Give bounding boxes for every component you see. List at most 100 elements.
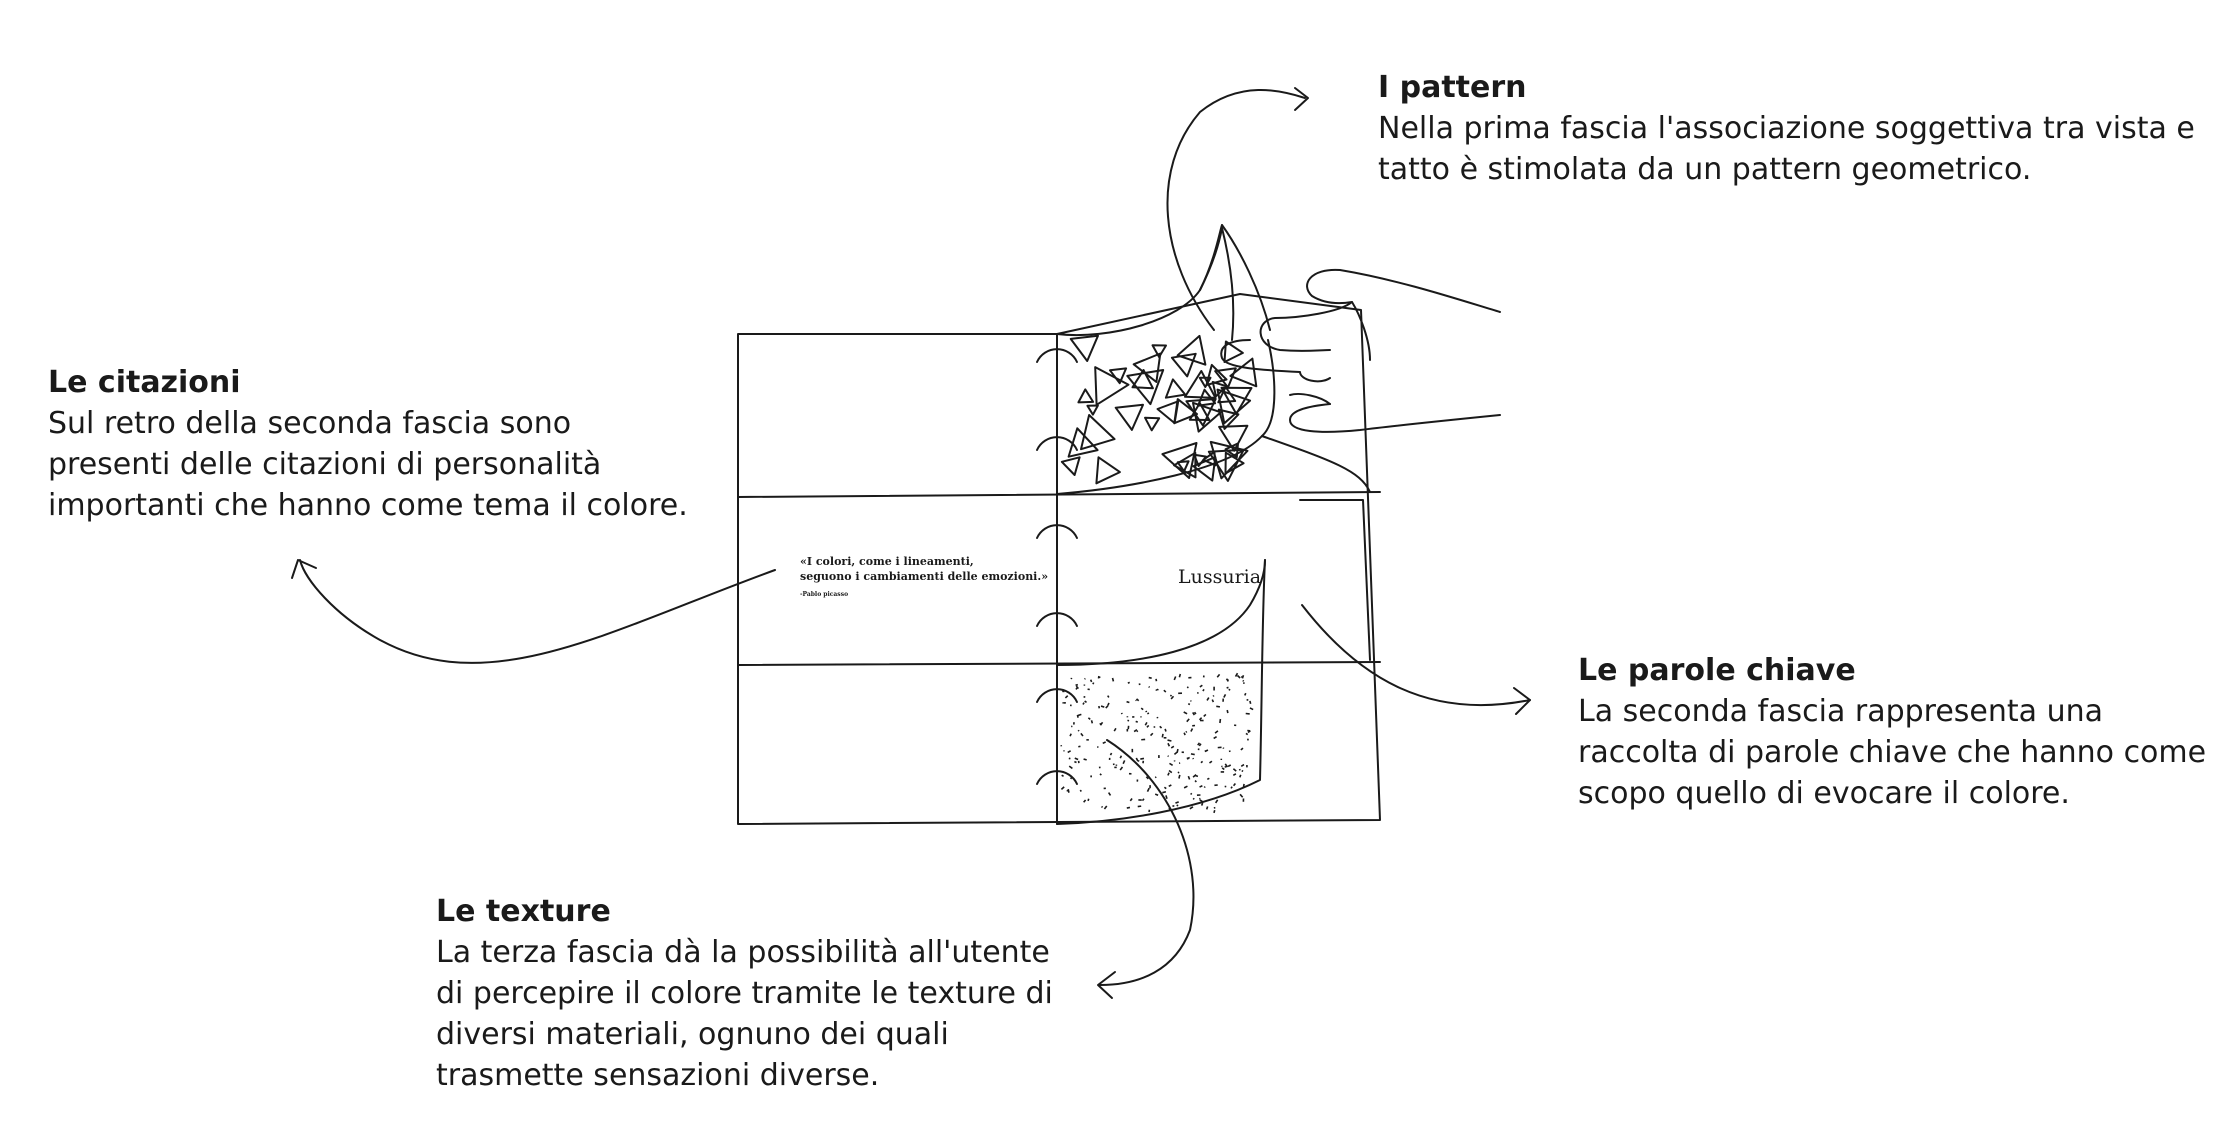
texture-page-edge (1056, 559, 1266, 825)
texture-speck (1112, 763, 1115, 766)
texture-speck (1136, 730, 1139, 733)
pattern-triangle (1131, 369, 1154, 390)
texture-speck (1172, 805, 1175, 807)
texture-speck (1101, 805, 1104, 808)
texture-speck (1240, 763, 1245, 767)
texture-speck (1240, 747, 1244, 751)
pattern-triangle (1151, 344, 1167, 358)
texture-speck (1203, 713, 1207, 718)
texture-speck (1183, 711, 1188, 715)
callout-text-line: di percepire il colore tramite le textur… (436, 976, 1053, 1011)
texture-speck (1158, 755, 1160, 758)
texture-speck (1069, 704, 1072, 707)
texture-speck (1170, 695, 1175, 700)
texture-speck (1156, 716, 1159, 719)
texture-speck (1126, 728, 1129, 732)
pattern-triangle (1184, 370, 1217, 399)
texture-speck (1176, 748, 1179, 753)
texture-speck (1224, 763, 1229, 768)
texture-speck (1222, 698, 1224, 702)
hand-thumb (1289, 403, 1501, 433)
texture-speck (1142, 760, 1145, 764)
texture-speck (1105, 705, 1109, 709)
texture-speck (1236, 674, 1241, 679)
arrows (291, 87, 1531, 999)
texture-speck (1216, 673, 1221, 678)
texture-speck (1226, 709, 1229, 714)
texture-speck (1199, 684, 1203, 688)
texture-speck (1173, 760, 1176, 762)
pattern-triangle (1176, 460, 1190, 473)
texture-speck (1098, 705, 1101, 709)
texture-speck (1187, 703, 1191, 706)
texture-speck (1199, 799, 1204, 803)
callout-text-line: diversi materiali, ognuno dei quali (436, 1017, 949, 1052)
texture-speck (1220, 771, 1225, 773)
texture-speck (1213, 686, 1215, 691)
pattern-triangle (1080, 414, 1116, 451)
texture-speck (1178, 762, 1181, 765)
texture-speck (1126, 716, 1129, 718)
arrow-head (1513, 687, 1531, 715)
pattern-triangle (1176, 334, 1207, 366)
pattern-triangle (1214, 367, 1237, 389)
texture-speck (1108, 757, 1111, 760)
texture-speck (1099, 721, 1104, 726)
texture-speck (1213, 806, 1216, 809)
texture-speck (1194, 780, 1197, 783)
texture-speck (1175, 801, 1179, 804)
texture-speck (1127, 681, 1131, 684)
texture-speck (1198, 797, 1201, 800)
texture-speck (1195, 774, 1199, 778)
texture-speck (1161, 733, 1164, 738)
pattern-triangle (1114, 403, 1144, 431)
texture-speck (1247, 729, 1250, 732)
texture-speck (1192, 757, 1195, 760)
callout-text-line: Nella prima fascia l'associazione sogget… (1378, 111, 2195, 146)
pattern-triangle (1086, 404, 1099, 416)
texture-speck (1077, 729, 1080, 732)
texture-speck (1238, 768, 1241, 771)
pattern-triangle (1193, 453, 1208, 467)
texture-speck (1090, 720, 1094, 724)
texture-speck (1113, 727, 1117, 732)
texture-speck (1114, 766, 1117, 769)
texture-speck (1087, 717, 1091, 720)
texture-speck (1170, 745, 1175, 749)
texture-speck (1173, 676, 1177, 681)
texture-speck (1244, 692, 1247, 696)
texture-speck (1204, 749, 1209, 753)
texture-speck (1232, 768, 1237, 772)
texture-speck (1242, 798, 1245, 802)
texture-speck (1107, 792, 1112, 796)
texture-speck (1103, 787, 1106, 790)
texture-speck (1075, 685, 1078, 688)
texture-speck (1205, 806, 1209, 810)
page-edge (1299, 499, 1371, 661)
texture-speck (1140, 707, 1144, 711)
texture-speck (1099, 773, 1102, 776)
texture-speck (1239, 793, 1244, 798)
texture-speck (1162, 790, 1167, 794)
texture-speck (1212, 694, 1215, 697)
texture-speck (1103, 805, 1108, 810)
texture-speck (1148, 676, 1152, 679)
texture-speck (1242, 783, 1245, 788)
texture-speck (1090, 775, 1093, 778)
texture-speck (1241, 770, 1244, 773)
arrow-texture (1099, 739, 1195, 986)
texture-speck (1084, 700, 1087, 704)
texture-speck (1068, 765, 1073, 770)
callout-title: I pattern (1378, 70, 1527, 105)
callout-text-line: raccolta di parole chiave che hanno come (1578, 735, 2207, 770)
texture-speck (1100, 705, 1105, 708)
texture-speck (1190, 753, 1195, 756)
texture-speck (1211, 699, 1215, 703)
pattern-band (1056, 224, 1276, 495)
texture-speck (1190, 792, 1193, 795)
texture-speck (1140, 716, 1142, 718)
pattern-triangle (1209, 440, 1249, 480)
pattern-triangle (1218, 424, 1249, 452)
texture-speck (1141, 798, 1145, 802)
texture-speck (1221, 767, 1225, 771)
